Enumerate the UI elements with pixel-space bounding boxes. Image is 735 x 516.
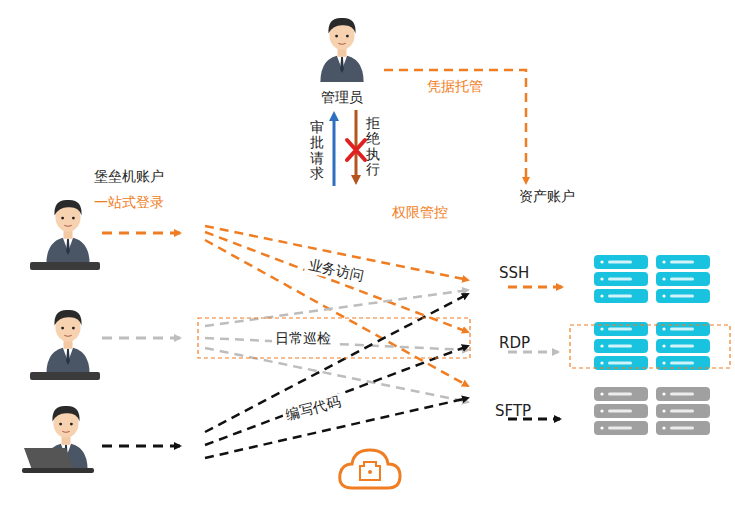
label: 编写代码 [281, 393, 345, 424]
label: 堡垒机账户 [94, 168, 164, 185]
node-text: RDP [499, 334, 530, 352]
label: 一站式登录 [94, 194, 164, 211]
node-text: SFTP [495, 402, 531, 420]
label: 拒绝执行 [366, 116, 380, 178]
node-text: SSH [499, 264, 529, 282]
node-text: 管理员 [321, 89, 363, 106]
protocol-node: SSH [496, 262, 532, 284]
protocol-node: SFTP [492, 400, 534, 422]
label: 审批请求 [310, 120, 324, 182]
edge-label: 凭据托管 [427, 78, 483, 95]
asset-account-node: 资产账户 [516, 186, 578, 207]
label: 日常巡检 [272, 330, 334, 347]
connector [384, 70, 526, 183]
node-text: 资产账户 [519, 188, 575, 205]
label: 权限管控 [392, 204, 448, 221]
protocol-node: RDP [496, 332, 533, 354]
admin-node: 管理员 [300, 6, 384, 108]
